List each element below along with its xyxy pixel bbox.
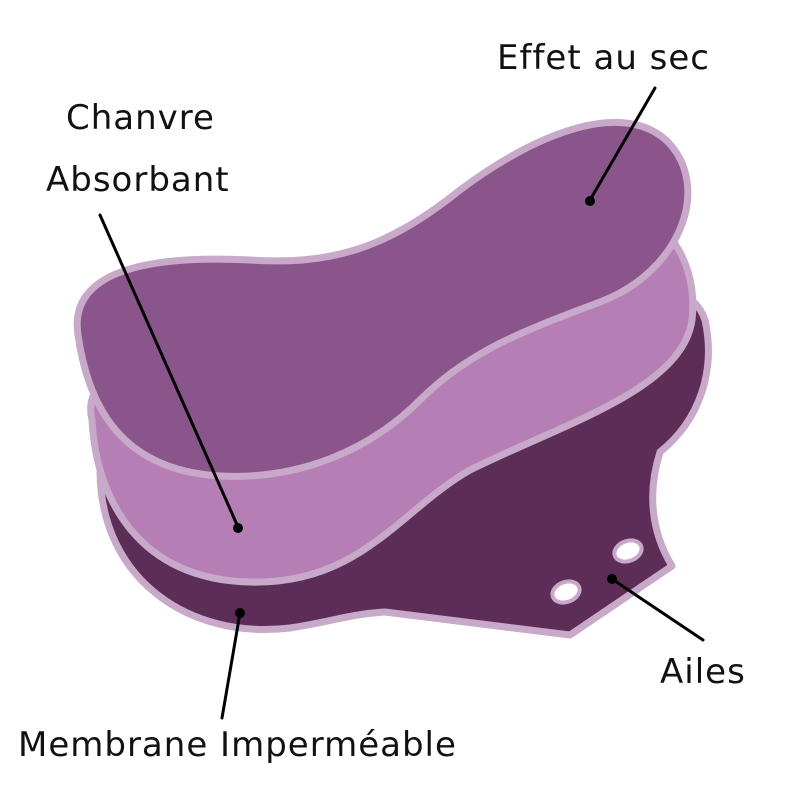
callout-line-dry [588, 86, 657, 202]
stay-dry-layer [73, 118, 692, 480]
callout-line-membrane [220, 611, 242, 720]
label-hemp-line2: Absorbant [46, 160, 230, 200]
wing-snap-hole [612, 538, 644, 564]
label-hemp-line1: Chanvre [66, 98, 215, 138]
label-wings: Ailes [660, 652, 746, 692]
callout-dot [607, 574, 617, 584]
callout-line-wings [610, 577, 705, 642]
callout-dot [585, 196, 595, 206]
callout-line-hemp [98, 213, 240, 529]
label-dry-effect: Effet au sec [497, 38, 710, 78]
callout-dot [235, 608, 245, 618]
label-membrane: Membrane Imperméable [18, 725, 457, 765]
wing-snap-hole [550, 579, 582, 605]
callout-dot [233, 523, 243, 533]
